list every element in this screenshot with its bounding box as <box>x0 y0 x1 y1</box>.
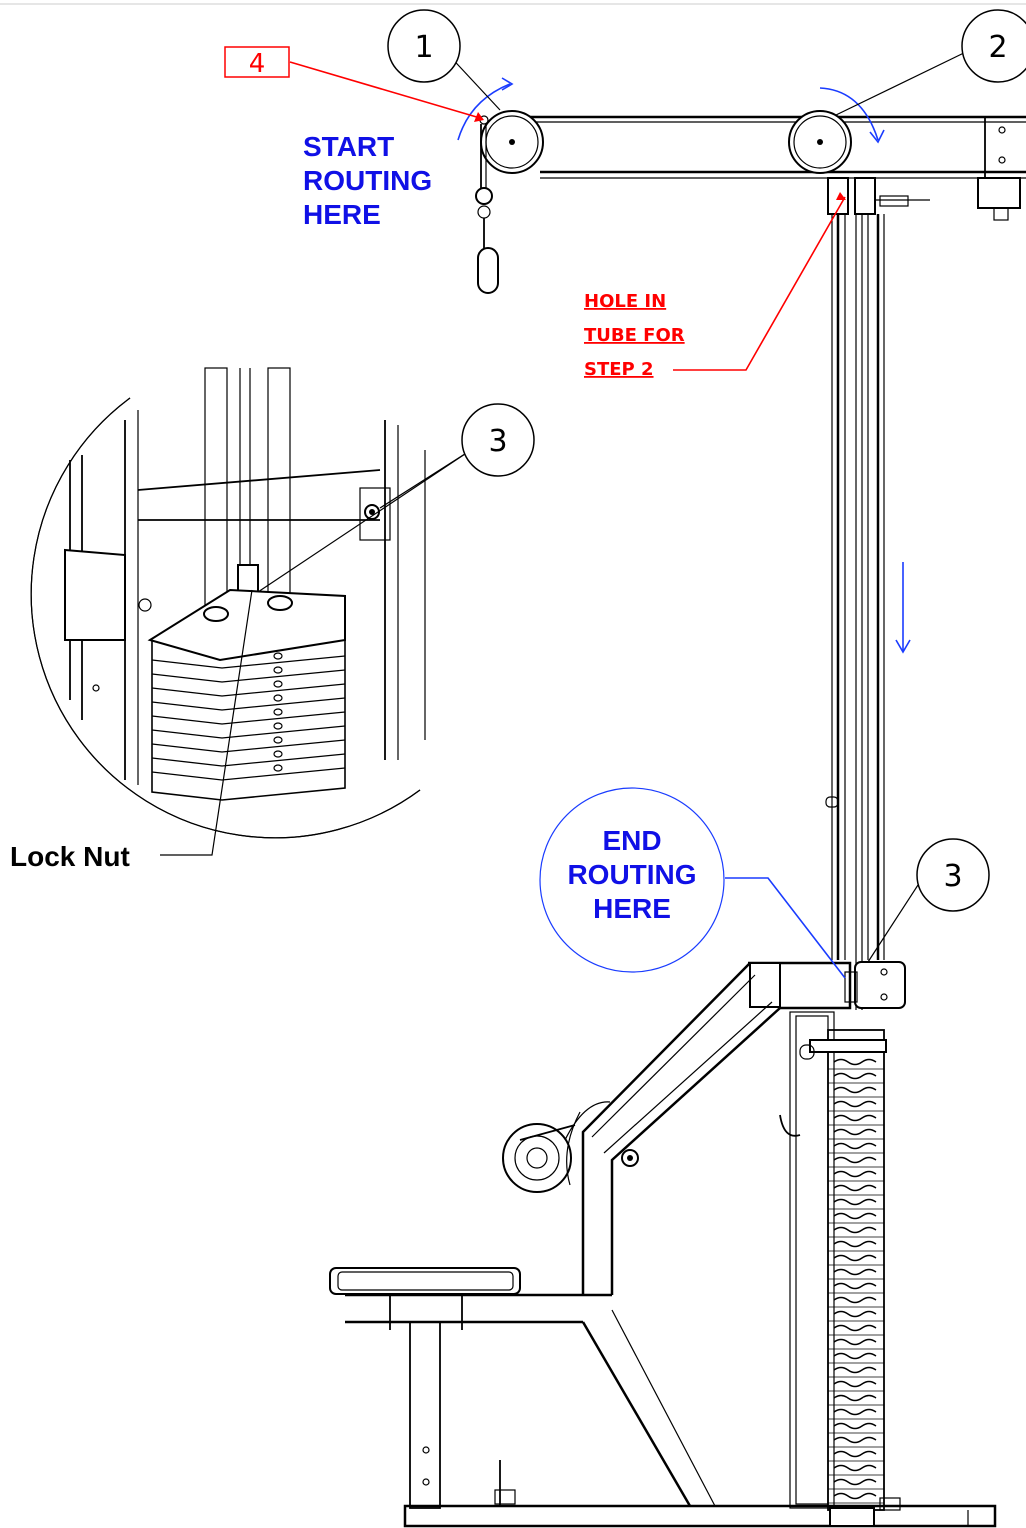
stack-plate-mark <box>833 1198 877 1206</box>
stack-plate-mark <box>833 1100 877 1108</box>
stack-plate-mark <box>833 1268 877 1276</box>
detail-stack-plates <box>151 640 346 801</box>
start-label-line1: START <box>303 131 394 162</box>
hole-label-line1: HOLE IN <box>584 291 666 312</box>
end-label-line3: HERE <box>593 893 671 924</box>
detail-plate-edge <box>151 767 346 781</box>
stack-plate-mark <box>833 1366 877 1374</box>
callout-3-detail-number: 3 <box>488 424 507 459</box>
end-label-line2: ROUTING <box>567 859 696 890</box>
routing-arrows <box>457 77 911 654</box>
start-routing-label: START ROUTING HERE <box>303 131 432 230</box>
detail-plate-edge <box>151 683 346 697</box>
callout-2-number: 2 <box>988 30 1007 65</box>
stack-plate-mark <box>833 1254 877 1262</box>
stack-plate-mark <box>833 1114 877 1122</box>
stack-plate-mark <box>833 1422 877 1430</box>
stack-plate-mark <box>833 1142 877 1150</box>
stack-plate-mark <box>833 1338 877 1346</box>
lock-nut-label: Lock Nut <box>10 841 130 872</box>
stack-plate-mark <box>833 1394 877 1402</box>
detail-plate-edge <box>151 753 346 767</box>
stack-plate-mark <box>833 1324 877 1332</box>
callout-4: 4 <box>224 46 290 79</box>
cable-end-handle <box>475 115 499 294</box>
detail-plate-edge <box>151 725 346 739</box>
detail-plate-edge <box>151 711 346 725</box>
hole-label-line2: TUBE FOR <box>584 325 685 346</box>
stack-plate-mark <box>833 1240 877 1248</box>
stack-plate-mark <box>833 1478 877 1486</box>
stack-plate-mark <box>833 1492 877 1500</box>
leader-lines <box>160 49 971 979</box>
hole-label-line3: STEP 2 <box>584 359 654 380</box>
stack-plate-mark <box>833 1310 877 1318</box>
stack-plate-mark <box>833 1226 877 1234</box>
start-label-line2: ROUTING <box>303 165 432 196</box>
stack-plate-mark <box>833 1086 877 1094</box>
leg-pulley-assembly <box>502 1101 801 1193</box>
detail-plate-hole <box>273 736 283 744</box>
detail-inset <box>30 367 426 839</box>
stack-plate-mark <box>833 1058 877 1066</box>
detail-plate-edge <box>151 669 346 683</box>
weight-stack-column <box>789 1011 887 1511</box>
detail-plate-edge <box>151 655 346 669</box>
stack-plate-mark <box>833 1408 877 1416</box>
detail-plate-hole <box>273 764 283 772</box>
stack-plate-mark <box>833 1128 877 1136</box>
detail-plate-hole <box>273 708 283 716</box>
end-routing-label: END ROUTING HERE <box>539 787 725 973</box>
hole-in-tube-label: HOLE IN TUBE FOR STEP 2 <box>584 291 685 380</box>
callout-1-number: 1 <box>414 30 433 65</box>
callout-1: 1 <box>387 9 461 83</box>
stack-plate-mark <box>833 1072 877 1080</box>
pulley-1 <box>480 110 544 174</box>
detail-plate-edge <box>151 739 346 753</box>
stack-plate-mark <box>833 1184 877 1192</box>
callout-2: 2 <box>961 9 1026 83</box>
stack-plate-mark <box>833 1296 877 1304</box>
end-label-line1: END <box>602 825 661 856</box>
detail-plate-hole <box>273 652 283 660</box>
seat-frame <box>329 961 997 1528</box>
callout-3-main-number: 3 <box>943 859 962 894</box>
callout-3-main: 3 <box>916 838 990 912</box>
start-label-line3: HERE <box>303 199 381 230</box>
stack-plate-mark <box>833 1156 877 1164</box>
stack-plate-mark <box>833 1436 877 1444</box>
stack-plate-mark <box>833 1464 877 1472</box>
stack-plate-mark <box>833 1212 877 1220</box>
callout-4-number: 4 <box>249 49 266 79</box>
stack-plate-mark <box>833 1380 877 1388</box>
callout-3-detail: 3 <box>461 403 535 477</box>
stack-plates <box>828 1058 884 1504</box>
detail-plate-hole <box>273 680 283 688</box>
stack-plate-mark <box>833 1352 877 1360</box>
detail-plate-hole <box>273 694 283 702</box>
detail-plate-edge <box>151 697 346 711</box>
detail-plate-hole <box>273 750 283 758</box>
detail-plate-hole <box>273 666 283 674</box>
stack-plate-mark <box>833 1170 877 1178</box>
stack-plate-mark <box>833 1282 877 1290</box>
detail-stack-outline <box>151 640 346 801</box>
detail-plate-hole <box>273 722 283 730</box>
stack-plate-mark <box>833 1450 877 1458</box>
main-upright <box>825 177 930 1010</box>
top-boom <box>510 115 1026 221</box>
pulley-2 <box>788 110 852 174</box>
